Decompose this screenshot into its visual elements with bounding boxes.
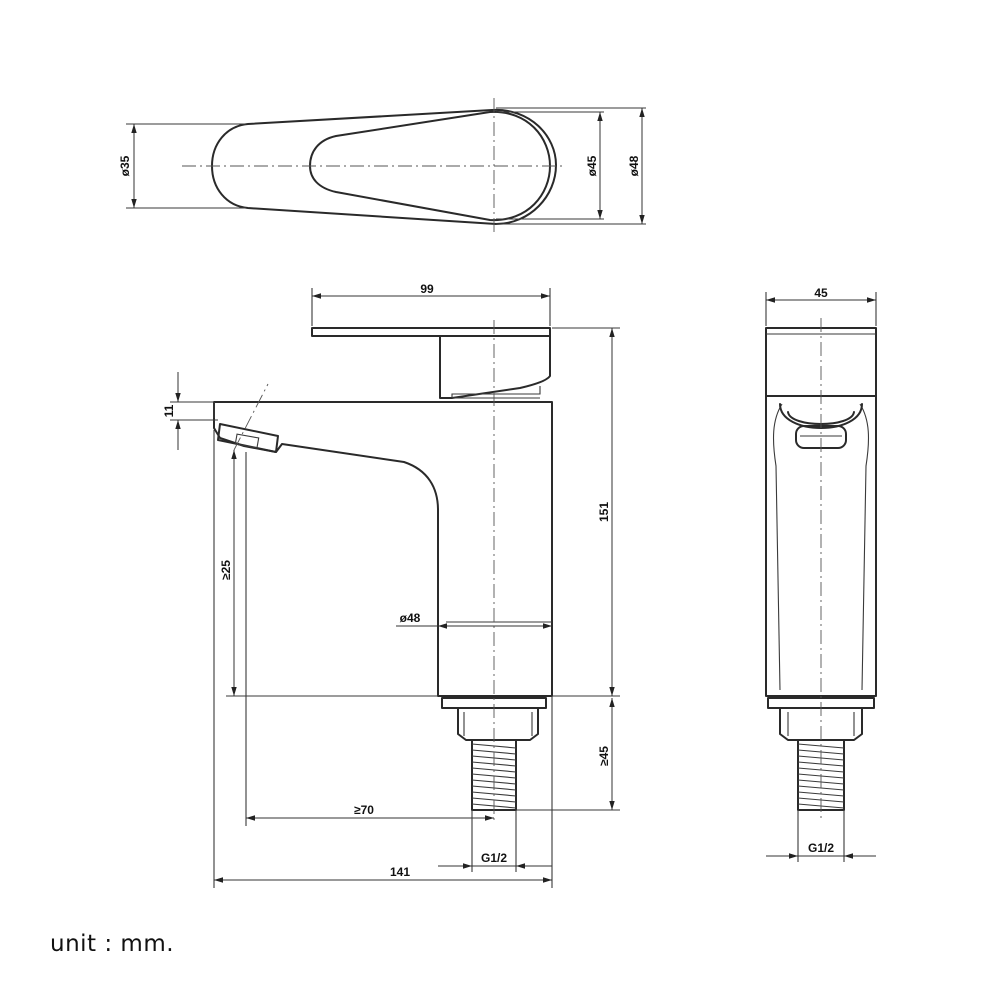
dim-151-label: 151 (597, 502, 611, 522)
dim-45-label: ≥45 (597, 746, 611, 766)
dim-d35-label: ø35 (118, 155, 132, 176)
top-view-lever-recess (309, 110, 551, 222)
dim-side-g12-label: G1/2 (808, 841, 834, 855)
dim-d45-label: ø45 (585, 155, 599, 176)
front-body-outline (213, 401, 553, 697)
dim-g12-label: G1/2 (481, 851, 507, 865)
front-lever-block (439, 335, 551, 399)
side-body-outline (765, 395, 877, 697)
dim-11-label: 11 (162, 404, 176, 417)
dim-d48-label: ø48 (627, 155, 641, 176)
front-threaded-shank (471, 739, 517, 811)
front-aerator (217, 423, 279, 453)
top-view: ø35 ø45 ø48 (118, 98, 646, 232)
side-mounting-nut (779, 707, 863, 741)
front-mounting-nut (457, 707, 539, 741)
front-view: 99 151 11 ≥25 ø48 ≥45 ≥70 G1/2 (162, 282, 620, 888)
dim-25-label: ≥25 (219, 560, 233, 580)
side-view: 45 G1/2 (765, 286, 877, 862)
dim-side-45-label: 45 (814, 286, 828, 300)
dim-base-d48-label: ø48 (400, 611, 421, 625)
unit-note: unit : mm. (50, 931, 175, 957)
dim-70-label: ≥70 (354, 803, 374, 817)
top-view-handle-outline (211, 108, 557, 225)
front-lever-plate (311, 327, 551, 337)
dim-141-label: 141 (390, 865, 410, 879)
dim-99-label: 99 (420, 282, 434, 296)
